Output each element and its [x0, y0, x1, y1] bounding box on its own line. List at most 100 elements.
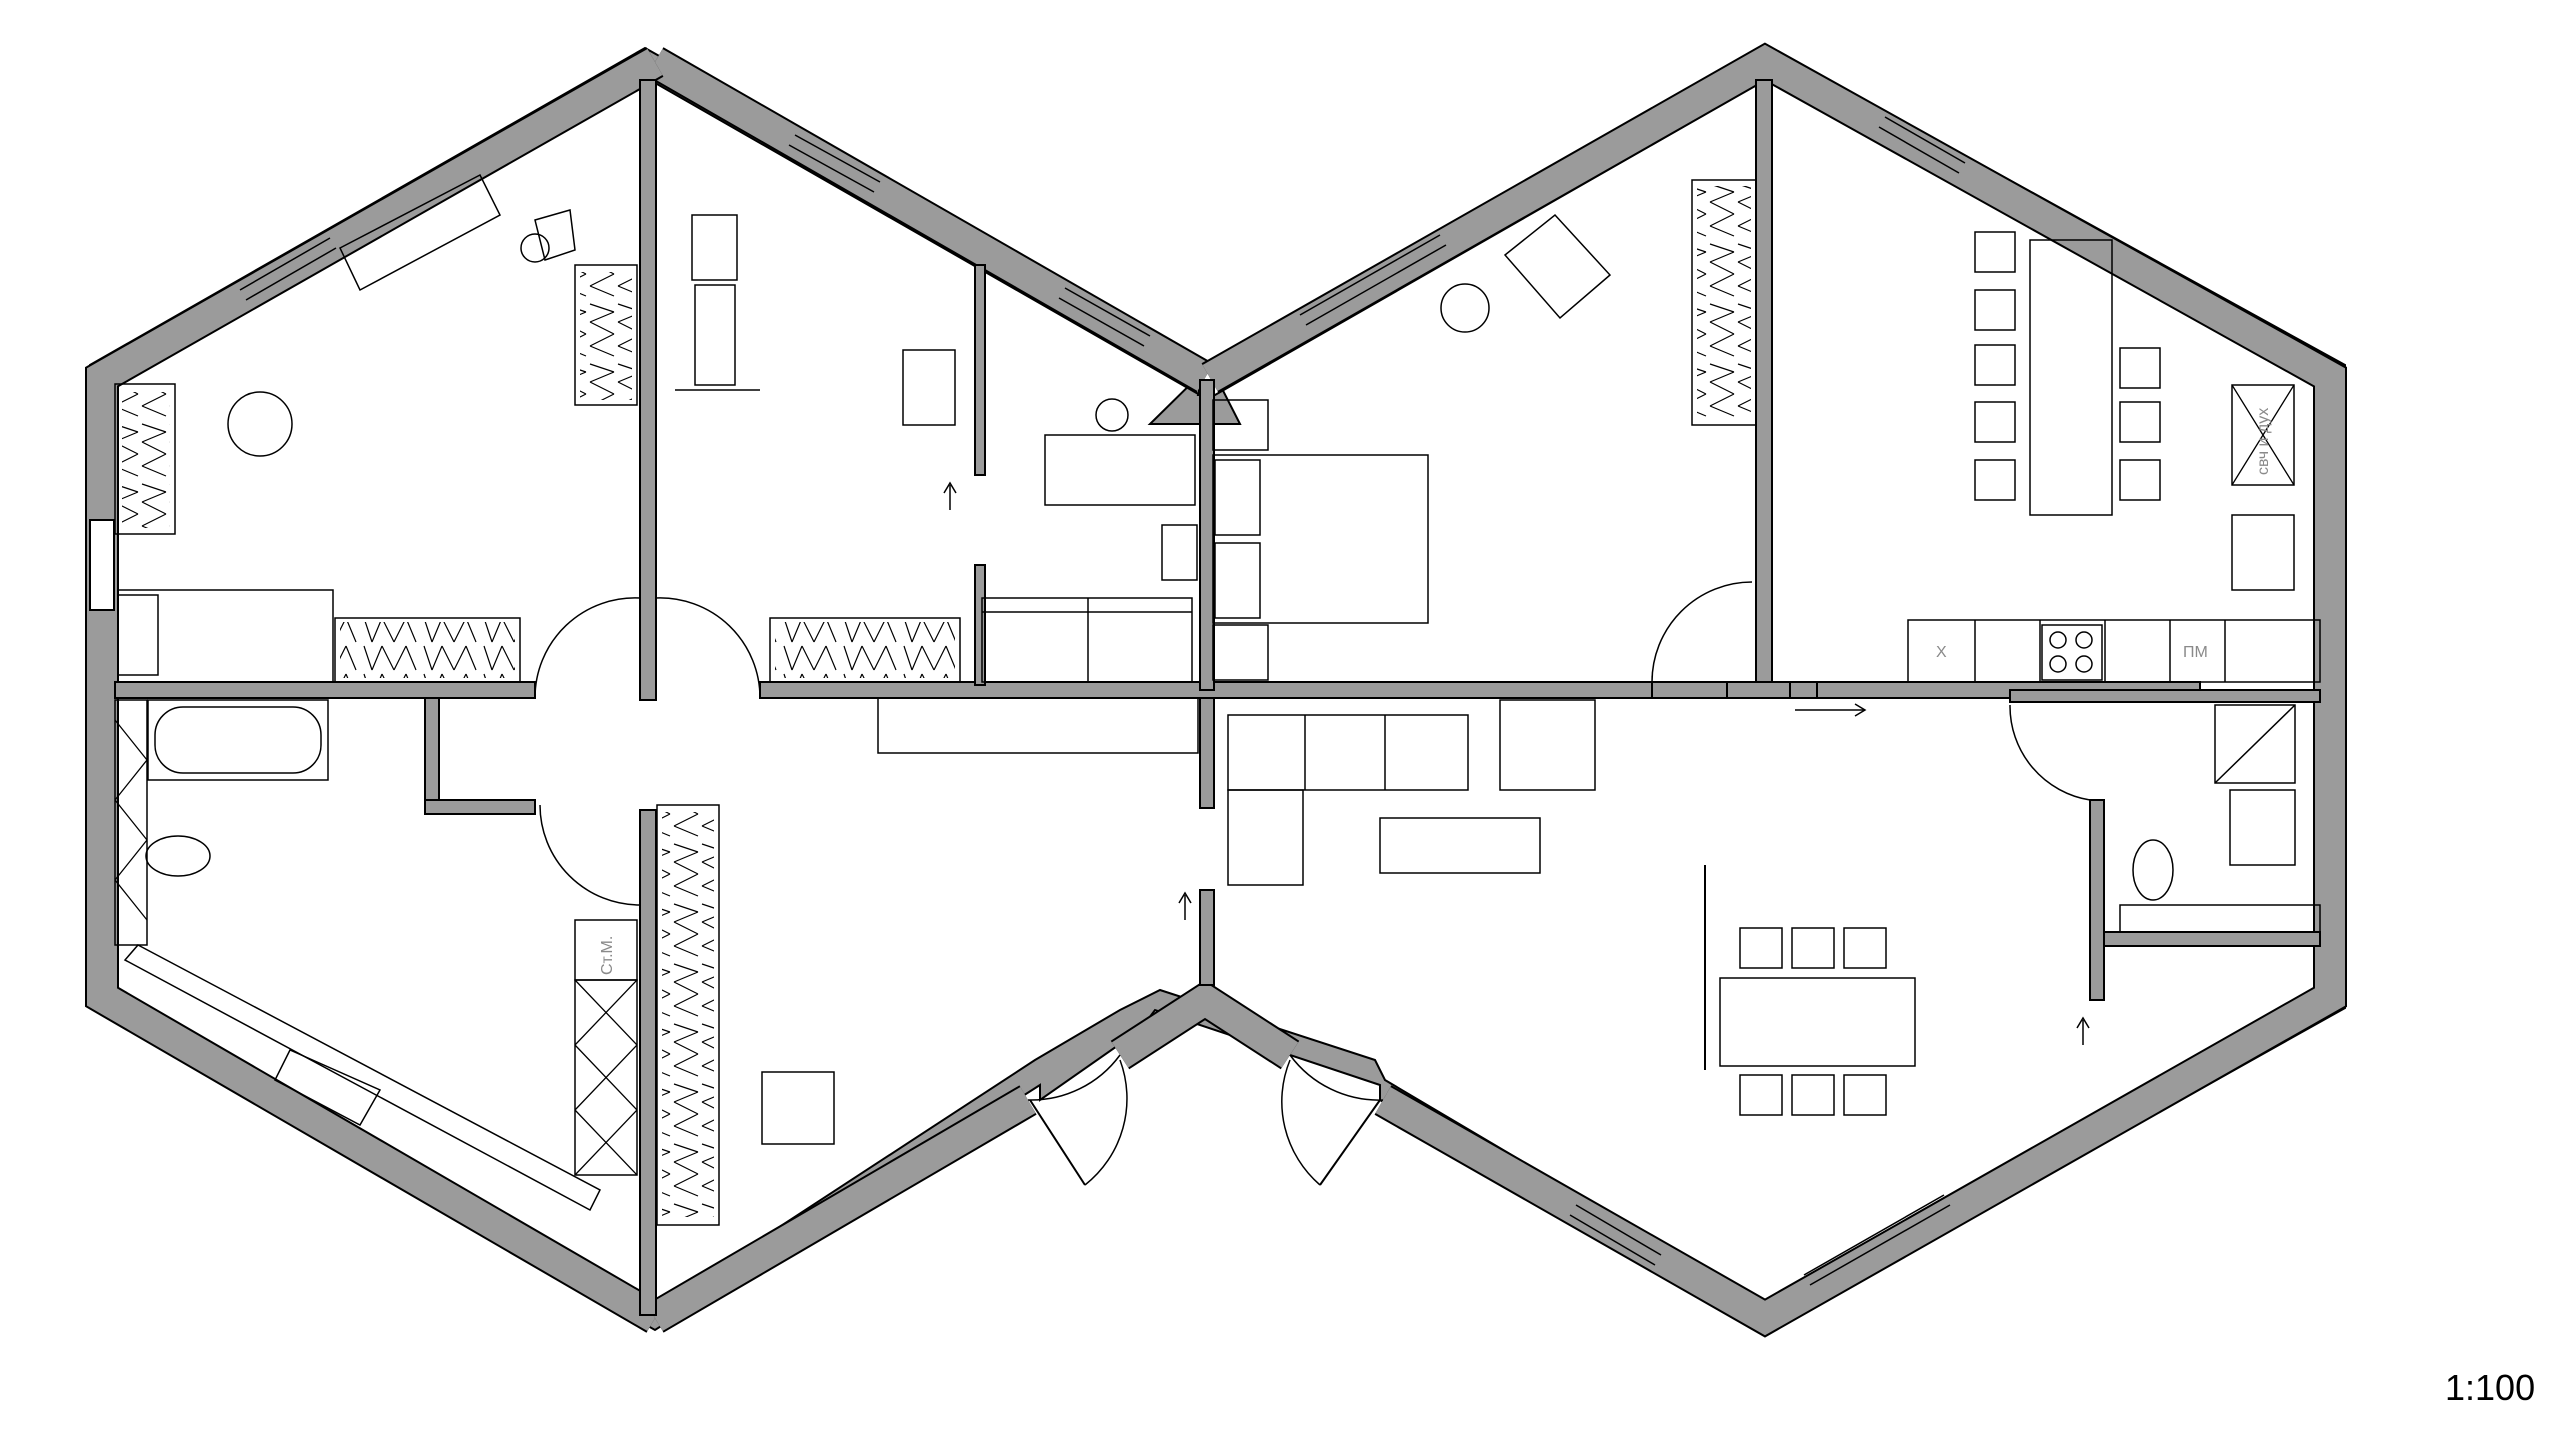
- wall-h1: [114, 681, 536, 699]
- pouf: [761, 1071, 835, 1145]
- wall-h4: [2009, 689, 2321, 703]
- kitchen-counter: [1907, 619, 2321, 683]
- wall-v-right: [1755, 79, 1773, 683]
- doors: [534, 581, 2091, 1186]
- wardrobe-bottom-2: [769, 617, 961, 683]
- sofa-corner: [1227, 789, 1304, 886]
- desk-corner: [534, 209, 576, 261]
- diag-wardrobe: [339, 173, 501, 292]
- bathroom-right: [2119, 704, 2321, 933]
- kitchen-sink: [2231, 514, 2295, 591]
- bar-stool-1: [1974, 231, 2016, 273]
- wall-h3: [1651, 681, 1728, 699]
- wall-v-center: [1199, 379, 1215, 691]
- nightstand-1: [1212, 399, 1269, 451]
- wc-shelf: [2119, 904, 2321, 933]
- dining-chair-2: [1791, 927, 1835, 969]
- bar-stool-6: [2119, 347, 2161, 389]
- bath-sink-right: [2229, 789, 2296, 866]
- dishwasher-label: ПМ: [2183, 644, 2208, 661]
- wall-office2: [974, 564, 986, 686]
- dining-chair-6: [1843, 1074, 1887, 1116]
- round-rug: [227, 391, 293, 457]
- gym-room: [675, 214, 961, 683]
- coffee-table: [1379, 817, 1541, 874]
- oven-column: [2231, 384, 2295, 486]
- bath-shelf: [114, 699, 148, 946]
- bedroom-top-left: [114, 173, 638, 683]
- wardrobe-bottom-1: [334, 617, 521, 683]
- bar-stool-5: [1974, 459, 2016, 501]
- dining-chair-3: [1843, 927, 1887, 969]
- wall-v2: [639, 809, 657, 1316]
- side-cabinet: [1161, 524, 1198, 581]
- side-table: [1440, 283, 1490, 333]
- wardrobe-master: [1691, 179, 1757, 426]
- shower-tray: [2214, 704, 2296, 784]
- pillow-1: [1214, 459, 1261, 536]
- treadmill: [694, 284, 736, 386]
- wall-bath-b: [424, 799, 536, 815]
- windows: [89, 116, 1966, 1286]
- interior-walls: [114, 79, 2321, 1316]
- bar-stool-7: [2119, 401, 2161, 443]
- bathroom-left: [114, 699, 601, 1212]
- wall-v-center3: [1199, 889, 1215, 986]
- storage-column: [574, 979, 638, 1176]
- wall-bath-a: [424, 697, 440, 814]
- sliding-arrows: [943, 481, 2090, 1045]
- study-room: [981, 398, 1198, 683]
- wardrobe-bedroom: [574, 264, 638, 406]
- fridge-label: Х: [1936, 644, 1947, 661]
- dining-chair-4: [1739, 1074, 1783, 1116]
- washing-machine-label: Ст.М.: [599, 936, 616, 975]
- exercise-bench: [902, 349, 956, 426]
- bath-sink: [274, 1049, 382, 1127]
- bath-vanity-diagonal: [123, 944, 601, 1212]
- bar-stool-4: [1974, 401, 2016, 443]
- dining-chair-1: [1739, 927, 1783, 969]
- dining-chair-5: [1791, 1074, 1835, 1116]
- bar-stool-2: [1974, 289, 2016, 331]
- walls-stroked: [85, 42, 2347, 1338]
- kitchen: Х ПМ свч и дух: [1907, 231, 2321, 683]
- sofa-study: [981, 597, 1193, 683]
- master-bedroom: [1212, 179, 1757, 681]
- bar-stool-8: [2119, 459, 2161, 501]
- toilet-left: [145, 835, 211, 877]
- dining: [1704, 865, 1916, 1116]
- living-room: [761, 697, 1596, 1145]
- wall-office: [974, 264, 986, 476]
- tv-console: [877, 697, 1199, 754]
- armchair-bedroom: [1503, 213, 1612, 320]
- hall-wardrobe: [656, 804, 720, 1226]
- sofa-back: [1227, 714, 1469, 791]
- nightstand-2: [1212, 624, 1269, 681]
- treadmill-top: [691, 214, 738, 281]
- double-bed: [1212, 454, 1429, 624]
- bathtub: [147, 699, 329, 781]
- scale-label: 1:100: [2445, 1367, 2535, 1408]
- study-chair: [1095, 398, 1129, 432]
- bar-stool-3: [1974, 344, 2016, 386]
- cooktop: [2041, 624, 2103, 681]
- wall-wc: [2089, 799, 2105, 1001]
- study-desk: [1044, 434, 1196, 506]
- dining-table: [1719, 977, 1916, 1067]
- wall-h3b: [1789, 681, 1818, 699]
- microwave-label: свч и дух: [2255, 408, 2272, 475]
- wall-v-center2: [1199, 697, 1215, 809]
- wall-v1: [639, 79, 657, 701]
- hallway: Ст.М.: [574, 804, 720, 1226]
- wardrobe-left: [114, 383, 176, 535]
- pillow-2: [1214, 542, 1261, 619]
- toilet-right: [2132, 839, 2174, 901]
- bed-single: [117, 589, 334, 683]
- bed-pillow: [117, 594, 159, 676]
- bathtub-inner: [154, 706, 322, 774]
- wall-wc-h: [2103, 931, 2321, 947]
- kitchen-island: [2029, 239, 2113, 516]
- armchair-living: [1499, 699, 1596, 791]
- desk-chair: [520, 233, 550, 263]
